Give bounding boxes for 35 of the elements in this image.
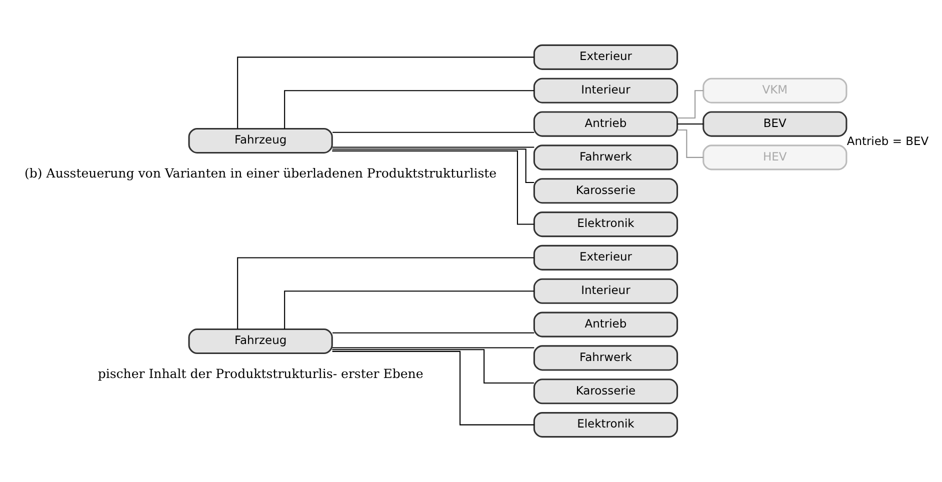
node-box: Antrieb [533,111,678,137]
node-box: VKM [702,78,848,104]
connector [332,349,534,384]
label: (b) Aussteuerung von Varianten in einer überladenen Produktstrukturliste [24,165,497,180]
node-box: Fahrzeug [188,128,333,154]
node-box: Fahrwerk [533,345,678,371]
connector [332,150,534,225]
connector [237,257,534,329]
node-box: HEV [702,144,848,170]
node-box: Karosserie [533,178,678,204]
node-box: Antrieb [533,312,678,338]
node-box: Fahrwerk [533,144,678,170]
node-box: Exterieur [533,44,678,70]
node-box: Interieur [533,278,678,304]
connector [677,130,704,158]
node-box: Elektronik [533,212,678,238]
connector [332,350,534,426]
node-box: BEV [702,111,848,137]
connector [284,290,534,330]
label: pischer Inhalt der Produktstrukturlis- erster Ebene [98,366,424,381]
connector [332,332,534,334]
node-box: Karosserie [533,378,678,404]
connector [677,90,704,119]
connector [332,148,534,184]
connector [332,347,534,348]
connector [237,56,534,128]
connector [284,90,534,129]
connector [677,124,704,125]
node-box: Exterieur [533,244,678,270]
connector [332,146,534,148]
node-box: Interieur [533,78,678,104]
node-box: Fahrzeug [188,328,333,354]
node-box: Elektronik [533,412,678,438]
connector [332,132,534,133]
node-label: Antrieb = BEV [846,134,929,148]
